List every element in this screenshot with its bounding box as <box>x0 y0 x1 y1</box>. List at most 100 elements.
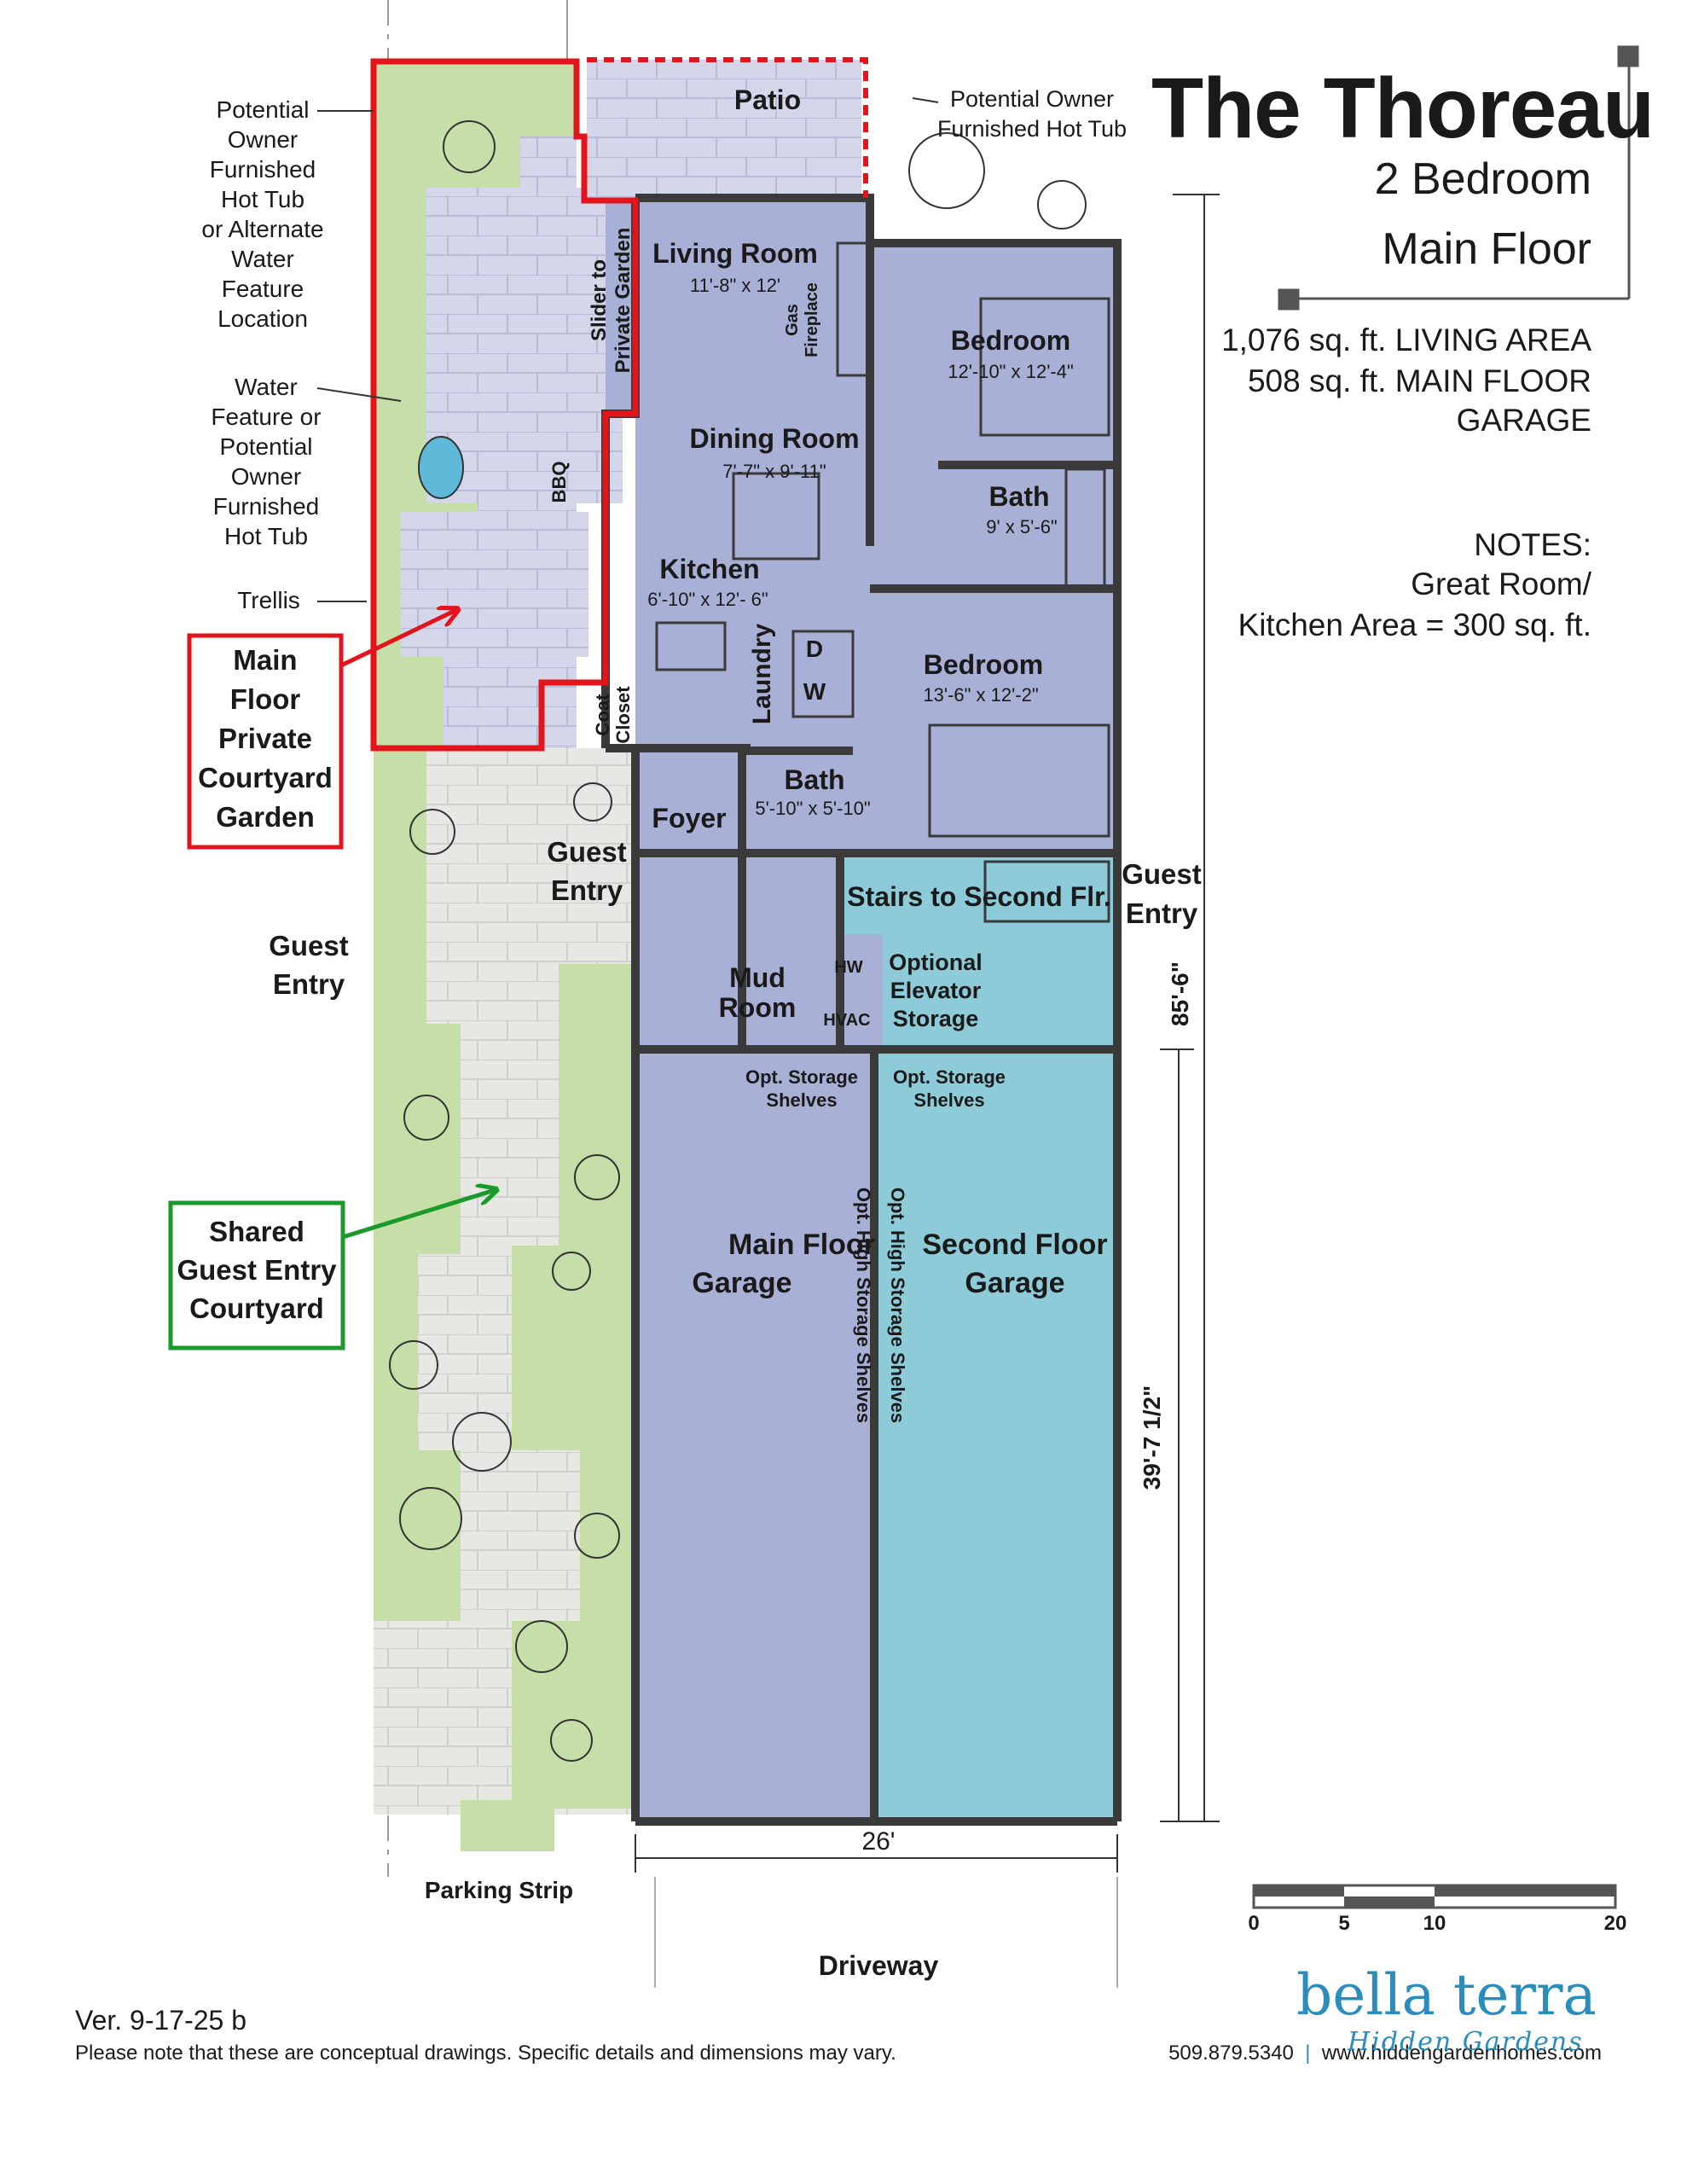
contact-divider: | <box>1299 2042 1317 2065</box>
slider-label-2: Private Garden <box>612 228 635 374</box>
parking-strip-bed <box>461 1800 554 1851</box>
phone-number: 509.879.5340 <box>1168 2042 1294 2065</box>
hot-tub-alt-label-3: Furnished <box>210 156 316 183</box>
parking-strip-label: Parking Strip <box>425 1877 573 1903</box>
coat-closet-label-2: Closet <box>612 686 634 744</box>
patio-label: Patio <box>734 84 801 115</box>
high-shelves-right-label: Opt. High Storage Shelves <box>887 1188 908 1423</box>
trellis-label: Trellis <box>237 587 300 613</box>
water-feature-label-3: Potential <box>220 433 313 460</box>
private-courtyard-callout-box <box>187 633 344 850</box>
hot-tub-alt-label-7: Feature <box>222 276 304 302</box>
leader-lines <box>316 97 939 602</box>
main-garage-label-1: Main Floor <box>728 1228 875 1261</box>
notes-title: NOTES: <box>1474 527 1591 562</box>
gas-fireplace-label-1: Gas <box>783 304 802 336</box>
bbq-label: BBQ <box>548 462 570 503</box>
mud-room-label-2: Room <box>719 992 797 1023</box>
living-area-text: 1,076 sq. ft. LIVING AREA <box>1221 322 1591 357</box>
title-frame <box>1278 45 1639 311</box>
water-feature-label-5: Furnished <box>213 493 320 520</box>
hot-tub-top-label-2: Furnished Hot Tub <box>937 116 1127 142</box>
shared-garden-left <box>374 748 461 1621</box>
washer-label: W <box>803 678 826 705</box>
laundry-label: Laundry <box>748 624 776 725</box>
private-courtyard-dining <box>401 512 588 657</box>
second-garage-label-1: Second Floor <box>922 1228 1107 1261</box>
shared-courtyard-arrow <box>342 1190 495 1240</box>
main-floor-garage-area <box>635 1049 874 1821</box>
guest-entry-right-2: Entry <box>1126 897 1198 929</box>
hvac-label: HVAC <box>823 1011 870 1030</box>
guest-entry-right-1: Guest <box>1122 858 1202 890</box>
bedroom1-dimension: 12'-10" x 12'-4" <box>948 361 1074 382</box>
landscape-trees <box>389 120 1087 1762</box>
scale-bar <box>1252 1884 1617 1909</box>
coat-closet-label-1: Coat <box>592 694 613 736</box>
dining-room-label: Dining Room <box>689 423 859 454</box>
second-garage-label-2: Garage <box>965 1267 1064 1299</box>
garage-area-text-2: GARAGE <box>1456 403 1591 438</box>
notes-line-1: Great Room/ <box>1411 566 1591 601</box>
storage-right-label-2: Shelves <box>913 1089 984 1111</box>
water-feature-label-2: Feature or <box>211 404 321 430</box>
bath2-dimension: 5'-10" x 5'-10" <box>755 798 870 819</box>
bath2-label: Bath <box>784 764 844 795</box>
garage-area-text: 508 sq. ft. MAIN FLOOR <box>1247 363 1591 398</box>
slider-label-1: Slider to <box>588 259 611 341</box>
water-feature-label-4: Owner <box>231 463 301 490</box>
water-feature-label-1: Water <box>235 374 298 400</box>
patio-outline <box>587 57 868 198</box>
hot-tub-alt-label-1: Potential <box>217 96 310 123</box>
shared-courtyard-label-3: Courtyard <box>189 1292 324 1324</box>
contact-info: 509.879.5340 | www.hiddengardenhomes.com <box>1168 2042 1602 2065</box>
dining-room-dimension: 7'-7" x 9'-11" <box>722 461 826 482</box>
subtitle-bedrooms: 2 Bedroom <box>1374 154 1591 204</box>
patio-paving <box>587 60 861 200</box>
storage-left-label-2: Shelves <box>766 1089 837 1111</box>
width-label: 26' <box>861 1827 895 1856</box>
version-label: Ver. 9-17-25 b <box>75 2005 247 2036</box>
dimension-lines <box>635 194 1220 1873</box>
guest-entry-left-1: Guest <box>269 930 349 961</box>
private-courtyard-label-1: Main <box>233 644 297 676</box>
dryer-label: D <box>806 636 823 662</box>
main-floor-living <box>606 198 1117 853</box>
water-feature-label-6: Hot Tub <box>224 523 308 549</box>
second-floor-garage-area <box>874 1049 1117 1821</box>
brand-tagline: Hidden Gardens <box>1348 2027 1584 2057</box>
gas-fireplace-label-2: Fireplace <box>803 282 821 357</box>
living-room-label: Living Room <box>652 238 818 269</box>
private-courtyard-label-3: Private <box>218 723 312 754</box>
hot-tub-alt-label-5: or Alternate <box>201 216 323 242</box>
stairs-label: Stairs to Second Flr. <box>847 881 1110 912</box>
website-link[interactable]: www.hiddengardenhomes.com <box>1321 2042 1602 2065</box>
hot-tub-alt-label-2: Owner <box>228 126 298 153</box>
brand-logo: bella terra <box>1296 1962 1597 2028</box>
hot-tub-top-label-1: Potential Owner <box>950 86 1114 112</box>
living-room-dimension: 11'-8" x 12' <box>690 275 780 296</box>
elevator-label-1: Optional <box>889 950 983 975</box>
shared-courtyard-callout-box <box>168 1200 345 1350</box>
elevator-label-2: Elevator <box>890 978 982 1003</box>
subtitle-floor: Main Floor <box>1382 224 1591 274</box>
shared-garden-right <box>512 964 635 1809</box>
scale-tick-0: 0 <box>1248 1912 1259 1935</box>
notes-line-2: Kitchen Area = 300 sq. ft. <box>1238 607 1591 642</box>
storage-right-label-1: Opt. Storage <box>893 1066 1006 1088</box>
bedroom2-label: Bedroom <box>924 649 1043 680</box>
disclaimer-text: Please note that these are conceptual dr… <box>75 2042 896 2065</box>
elevator-label-3: Storage <box>893 1006 979 1031</box>
bedroom1-label: Bedroom <box>951 325 1070 356</box>
page-title: The Thoreau <box>1151 61 1655 156</box>
shared-courtyard-label-1: Shared <box>209 1216 304 1247</box>
hw-label: HW <box>834 958 862 977</box>
water-feature-icon <box>418 436 464 499</box>
private-courtyard-label-5: Garden <box>216 801 315 833</box>
hot-tub-alt-label-8: Location <box>217 305 308 332</box>
scale-tick-20: 20 <box>1604 1912 1627 1935</box>
bedroom2-dimension: 13'-6" x 12'-2" <box>923 684 1038 706</box>
private-courtyard-arrow <box>339 610 456 668</box>
foyer-label: Foyer <box>652 803 726 834</box>
main-garage-label-2: Garage <box>692 1267 791 1299</box>
